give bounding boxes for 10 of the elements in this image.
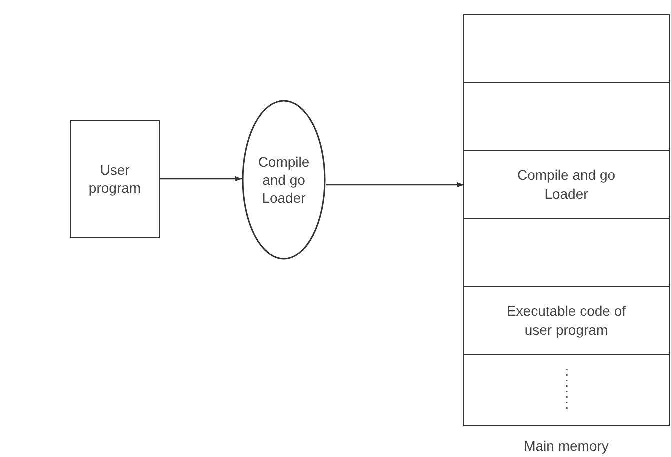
loader-ellipse (242, 100, 326, 260)
process-box (70, 120, 160, 238)
arrow (326, 182, 464, 188)
node-label: User program (88, 160, 142, 198)
node-label: Compile and go Loader (257, 152, 311, 208)
arrow (160, 176, 242, 182)
node-label: Executable code of user program (506, 302, 628, 339)
memory-block (463, 14, 670, 426)
node-label: Compile and go Loader (516, 166, 617, 203)
node-label: Main memory (523, 438, 610, 454)
